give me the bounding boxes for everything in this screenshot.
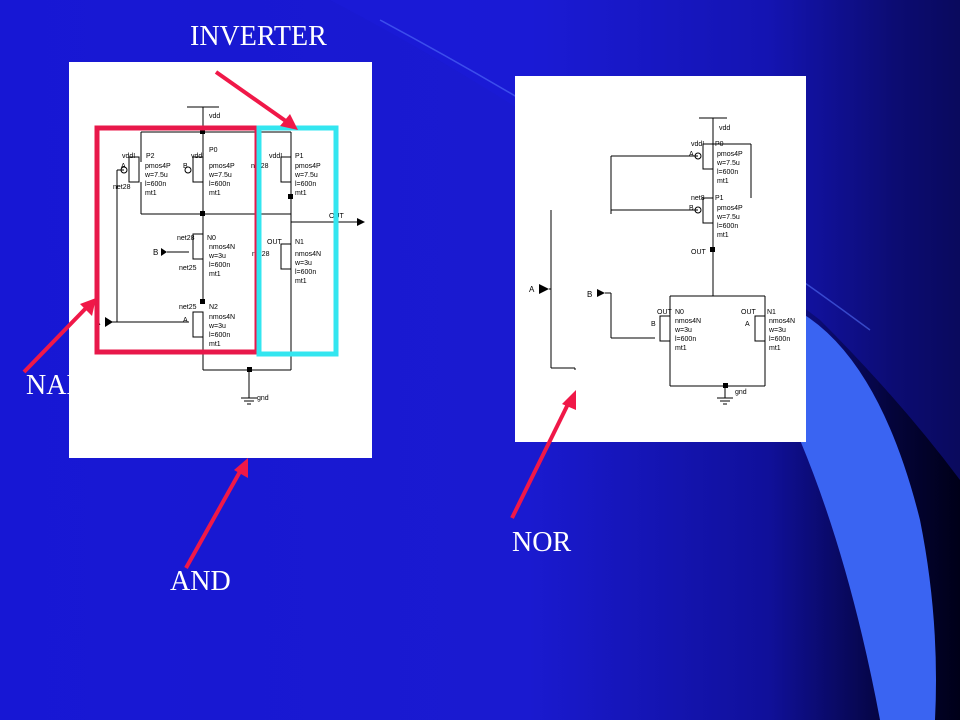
and-p1-model: mt1 [295,190,307,197]
inverter-label: INVERTER [190,21,327,52]
nor-p1-term: net8 [691,195,705,202]
and-vdd-label: vdd [209,113,220,120]
nor-n1-type: nmos4N [769,318,795,325]
nor-n1-model: mt1 [769,345,781,352]
and-n2-w: w=3u [208,323,226,330]
nor-p1-type: pmos4P [717,205,743,212]
and-n0-net: net25 [179,265,197,272]
and-p1-term: vdd! [269,153,282,160]
nor-p1-name: P1 [715,195,724,202]
and-n1-w: w=3u [294,260,312,267]
and-p0-name: P0 [209,147,218,154]
and-p2-name: P2 [146,153,155,160]
and-p0-gate: B [183,163,188,170]
nor-p0-term: vdd! [691,141,704,148]
nor-n1-l: l=600n [769,336,790,343]
and-p1-gate: net28 [251,163,269,170]
nor-n1-w: w=3u [768,327,786,334]
and-n2-type: nmos4N [209,314,235,321]
and-n0-name: N0 [207,235,216,242]
nor-label: NOR [512,527,572,558]
nor-n0-w: w=3u [674,327,692,334]
and-n2-l: l=600n [209,332,230,339]
nor-p0-gate: A [689,151,694,158]
nor-p0-model: mt1 [717,178,729,185]
nor-n0-model: mt1 [675,345,687,352]
and-p1-name: P1 [295,153,304,160]
and-p2-l: l=600n [145,181,166,188]
and-p0-model: mt1 [209,190,221,197]
nor-n0-gate: B [651,321,656,328]
and-n1-l: l=600n [295,269,316,276]
and-p1-w: w=7.5u [294,172,318,179]
and-p2-gate: A [121,163,126,170]
nor-in-a-label: A [529,285,535,294]
and-n1-gate: net28 [252,251,270,258]
and-schematic-panel: vdd vdd! P2 A pmos4P w=7.5u l=600n mt1 n… [69,62,372,458]
nor-vdd-label: vdd [719,125,730,132]
and-p0-type: pmos4P [209,163,235,170]
and-n1-name: N1 [295,239,304,246]
nor-schematic-panel: vdd vdd! P0 A pmos4P w=7.5u l=600n mt1 n… [515,76,806,442]
nor-schematic-drawing: vdd vdd! P0 A pmos4P w=7.5u l=600n mt1 n… [529,117,795,405]
and-p1-l: l=600n [295,181,316,188]
nor-p0-l: l=600n [717,169,738,176]
and-n2-term: net25 [179,304,197,311]
and-n0-term: net28 [177,235,195,242]
nor-out-label: OUT [691,249,707,256]
nor-n0-term: OUT [657,309,673,316]
nor-n0-l: l=600n [675,336,696,343]
and-n0-w: w=3u [208,253,226,260]
nor-p0-w: w=7.5u [716,160,740,167]
nor-p1-gate: B [689,205,694,212]
and-n2-gate: A [183,317,188,324]
and-p2-type: pmos4P [145,163,171,170]
nor-p1-l: l=600n [717,223,738,230]
and-n1-term: OUT [267,239,283,246]
and-label: AND [170,566,231,597]
and-n2-model: mt1 [209,341,221,348]
and-out-label: OUT [329,213,345,220]
and-p0-term: vdd! [191,153,204,160]
and-p0-w: w=7.5u [208,172,232,179]
nor-p1-model: mt1 [717,232,729,239]
nor-n1-name: N1 [767,309,776,316]
and-n0-type: nmos4N [209,244,235,251]
and-p2-model: mt1 [145,190,157,197]
and-in-b-label: B [153,248,158,257]
nor-n0-name: N0 [675,309,684,316]
nor-gnd-label: gnd [735,389,747,396]
nor-p0-type: pmos4P [717,151,743,158]
nor-in-b-label: B [587,290,592,299]
nand-label: NAND [26,370,107,401]
and-in-a-label: A [95,318,101,327]
and-n2-name: N2 [209,304,218,311]
and-p2-w: w=7.5u [144,172,168,179]
and-p1-type: pmos4P [295,163,321,170]
nor-n0-type: nmos4N [675,318,701,325]
and-n1-model: mt1 [295,278,307,285]
and-n0-model: mt1 [209,271,221,278]
and-p2-term: vdd! [122,153,135,160]
and-schematic-drawing: vdd vdd! P2 A pmos4P w=7.5u l=600n mt1 n… [95,106,365,405]
and-n0-l: l=600n [209,262,230,269]
nor-p1-w: w=7.5u [716,214,740,221]
and-p0-l: l=600n [209,181,230,188]
and-n1-type: nmos4N [295,251,321,258]
and-p2-net: net28 [113,184,131,191]
nor-n1-term: OUT [741,309,757,316]
nor-n1-gate: A [745,321,750,328]
and-gnd-label: gnd [257,395,269,402]
